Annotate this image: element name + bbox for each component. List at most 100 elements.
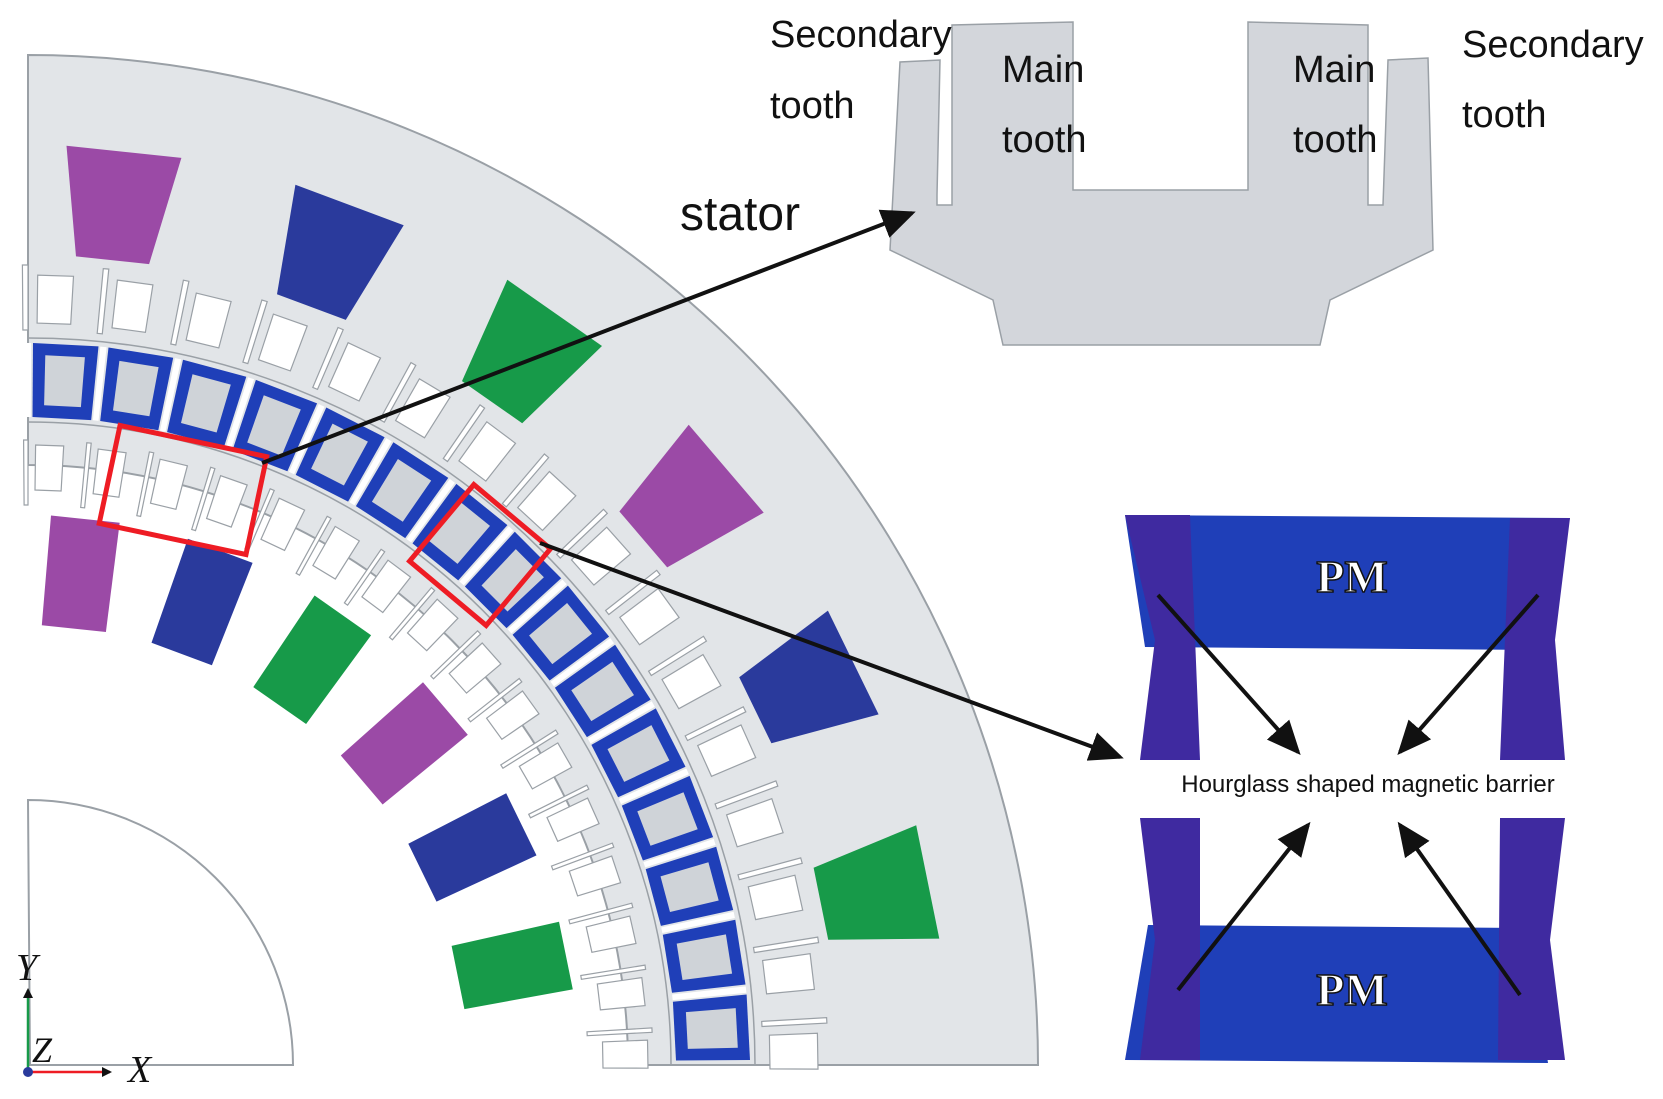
stator-slot: [661, 653, 722, 710]
inner-coil: [451, 921, 573, 1010]
tooth-slit: [312, 326, 344, 391]
label-pm-bottom: PM: [1316, 964, 1388, 1015]
outer-coil: [66, 145, 182, 265]
barrier-arrow: [1397, 821, 1522, 997]
tooth-slit: [21, 264, 29, 331]
magnet-core: [247, 395, 301, 456]
stator-slot: [725, 797, 784, 848]
magnet-gap: [459, 526, 514, 586]
magnet-core: [371, 459, 432, 522]
barrier-arrow: [1397, 593, 1540, 756]
label-main-tooth-right: tooth: [1293, 119, 1378, 161]
stator-slot: [327, 341, 382, 402]
outer-coil: [739, 610, 879, 744]
stator-slot: [448, 642, 502, 694]
magnet-core: [44, 355, 85, 408]
tooth-slit: [388, 586, 436, 641]
magnet-gap: [550, 638, 614, 687]
tooth-slit: [501, 453, 550, 508]
stator-slot: [768, 1032, 819, 1070]
label-secondary-tooth-right: Secondary: [1462, 24, 1644, 66]
stator-slot: [394, 377, 451, 439]
axis-label-x: X: [126, 1049, 153, 1091]
inner-coil: [408, 793, 537, 902]
magnet-pointer-arrow: [539, 541, 1124, 761]
magnet-highlight-box: [406, 481, 554, 629]
stator-slot: [312, 525, 361, 580]
tooth-slit: [136, 451, 155, 518]
stator-slot: [516, 470, 577, 532]
hourglass-barrier-right-bottom: [1498, 818, 1565, 1060]
tooth-slit: [752, 936, 820, 954]
magnet-gap: [618, 768, 689, 804]
stator-slot: [485, 690, 540, 741]
label-secondary-tooth-right: tooth: [1462, 94, 1547, 136]
magnet-gap: [92, 346, 107, 421]
label-secondary-tooth-left: tooth: [770, 85, 855, 127]
outer-coil: [277, 184, 404, 320]
pm-block-bottom: [1125, 925, 1548, 1063]
magnet-gap: [24, 343, 32, 417]
tooth-slit: [714, 780, 779, 810]
tooth-slit: [242, 299, 268, 365]
label-main-tooth-left: tooth: [1002, 119, 1087, 161]
tooth-slit: [343, 548, 386, 607]
outer-coil: [813, 825, 940, 940]
magnet-gap: [225, 377, 255, 450]
label-main-tooth-left: Main: [1002, 49, 1084, 91]
magnet-gap: [672, 986, 747, 1001]
stator-slot: [34, 444, 65, 492]
stator-slot: [185, 292, 232, 349]
tooth-slit: [550, 842, 615, 871]
tooth-slit: [190, 466, 216, 532]
axis-label-y: Y: [16, 947, 41, 989]
label-main-tooth-right: Main: [1293, 49, 1375, 91]
magnet-gap: [661, 911, 735, 933]
tooth-slit: [467, 677, 523, 723]
tooth-slit: [499, 729, 559, 770]
magnet-core: [181, 374, 231, 433]
stator-cross-section: [21, 53, 1040, 1070]
coil-blocks: [41, 145, 940, 1010]
magnet-core: [428, 501, 490, 564]
inner-coil: [151, 538, 253, 666]
tooth-slit: [22, 439, 29, 506]
magnet-core: [607, 725, 670, 782]
barrier-detail: PM PM Hourglass shaped magnetic barrier: [1125, 515, 1570, 1063]
tooth-slit: [295, 515, 332, 577]
axis-label-z: Z: [32, 1030, 53, 1070]
magnet-core: [113, 360, 159, 417]
tooth-slit: [527, 784, 590, 819]
barrier-arrow: [1176, 821, 1311, 992]
magnet-gap: [160, 358, 182, 432]
tooth-slit: [96, 267, 110, 335]
magnet-gap: [507, 579, 567, 634]
magnet-core: [637, 792, 698, 846]
magnet-core: [529, 603, 592, 665]
hourglass-barrier-left-bottom: [1140, 818, 1200, 1060]
stator-slot: [458, 420, 517, 482]
stator-slot: [257, 313, 308, 372]
stator-slot: [406, 598, 459, 652]
stator-slot: [518, 742, 573, 790]
stator-slot: [585, 915, 637, 954]
stator-slot: [260, 497, 306, 552]
axis-triad: Y Z X: [16, 947, 153, 1091]
stator-slot: [149, 458, 189, 511]
tooth-slit: [442, 404, 486, 463]
magnet-gap: [587, 701, 655, 744]
hourglass-barrier-right-top: [1500, 518, 1570, 760]
barrier-arrow: [1156, 593, 1301, 755]
magnet-gap: [349, 438, 392, 506]
label-secondary-tooth-left: Secondary: [770, 14, 952, 56]
magnet-core: [676, 934, 733, 980]
inner-coil: [41, 515, 120, 632]
stator-slot: [601, 1039, 649, 1069]
rotor-magnet-ring: [24, 343, 750, 1061]
label-pm-top: PM: [1316, 551, 1388, 602]
tooth-slit: [580, 964, 647, 980]
hourglass-barrier-left-top: [1125, 515, 1200, 760]
stator-slot: [568, 855, 622, 897]
